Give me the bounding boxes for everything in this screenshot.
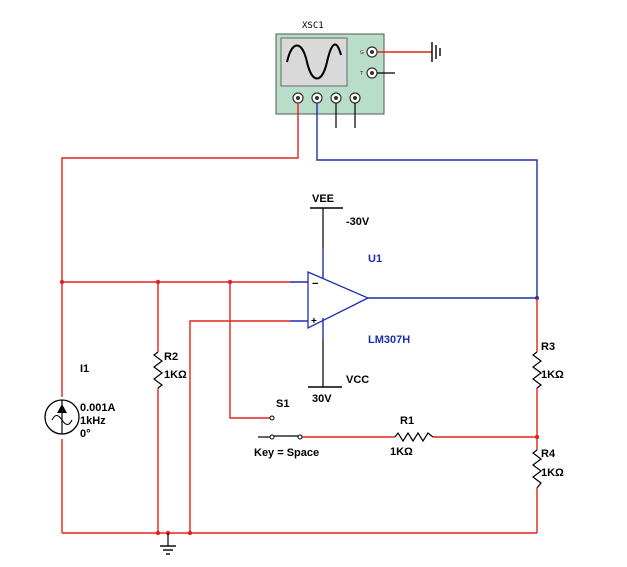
switch-contact-left	[269, 434, 275, 440]
r2-ref-label: R2	[164, 351, 178, 363]
oscilloscope-pin-t-label: T	[359, 71, 364, 77]
oscilloscope-bottom-terminals	[292, 92, 361, 104]
opamp-ref-label: U1	[368, 253, 382, 265]
vcc-value-label: 30V	[312, 393, 332, 405]
opamp-triangle	[307, 271, 370, 330]
switch-s1[interactable]: S1 Key = Space	[254, 398, 319, 459]
oscilloscope-xsc1[interactable]: XSC1 G T	[275, 21, 395, 128]
opamp-minus-sign: −	[312, 278, 318, 290]
resistor-zigzag-icon	[153, 351, 163, 389]
vee-name-label: VEE	[312, 193, 334, 205]
opamp-plus-sign: +	[311, 316, 317, 327]
terminal-b-minus-center	[353, 96, 357, 100]
r4-ref-label: R4	[541, 448, 556, 460]
r1-ref-label: R1	[400, 415, 414, 427]
resistor-r2[interactable]: R2 1KΩ	[153, 351, 187, 389]
oscilloscope-ground	[377, 42, 441, 62]
wire-switch-throw	[229, 282, 272, 419]
source-phase-label: 0°	[80, 428, 91, 440]
terminal-a-plus-center	[296, 96, 300, 100]
switch-key-label: Key = Space	[254, 447, 319, 459]
wire-scope-to-left-rail	[61, 103, 299, 533]
wire-noninverting-input	[189, 320, 290, 533]
switch-contact-right	[297, 434, 303, 440]
terminal-g-center	[370, 50, 374, 54]
vcc-name-label: VCC	[346, 374, 369, 386]
resistor-r4[interactable]: R4 1KΩ	[532, 448, 564, 489]
r3-ref-label: R3	[541, 341, 555, 353]
terminal-t-center	[370, 71, 374, 75]
junction-bottom-r2	[155, 530, 161, 536]
source-frequency-label: 1kHz	[80, 415, 106, 427]
opamp-model-label: LM307H	[368, 334, 410, 346]
source-amplitude-label: 0.001A	[80, 402, 116, 414]
r3-value-label: 1KΩ	[541, 369, 564, 381]
ac-wave-icon	[51, 414, 73, 426]
r1-value-label: 1KΩ	[390, 446, 413, 458]
r2-value-label: 1KΩ	[164, 369, 187, 381]
resistor-zigzag-icon	[532, 449, 542, 489]
resistor-zigzag-icon	[394, 431, 434, 443]
r4-value-label: 1KΩ	[541, 467, 564, 479]
terminal-b-plus-center	[334, 96, 338, 100]
vee-source[interactable]: VEE -30V	[310, 193, 370, 248]
junction-bottom-noninv	[187, 530, 193, 536]
switch-ref-label: S1	[276, 398, 289, 410]
source-ref-label: I1	[80, 363, 89, 375]
resistor-r3[interactable]: R3 1KΩ	[532, 341, 564, 389]
vcc-source[interactable]: VCC 30V	[308, 340, 369, 405]
arrow-up-icon	[57, 404, 67, 413]
switch-throw-contact	[269, 415, 275, 421]
resistor-zigzag-icon	[532, 351, 542, 389]
junction-left	[59, 279, 65, 285]
terminal-a-minus-center	[315, 96, 319, 100]
current-source-i1[interactable]: I1 0.001A 1kHz 0°	[42, 363, 116, 440]
wire-scope-to-output	[316, 103, 538, 298]
opamp-u1[interactable]: − + U1 LM307H	[290, 248, 410, 346]
resistor-r1[interactable]: R1 1KΩ	[390, 415, 434, 458]
oscilloscope-ref-label: XSC1	[302, 21, 324, 31]
sine-wave-icon	[286, 43, 342, 80]
oscilloscope-pin-g-label: G	[360, 50, 364, 56]
vee-value-label: -30V	[346, 216, 370, 228]
ground-symbol	[160, 533, 176, 555]
